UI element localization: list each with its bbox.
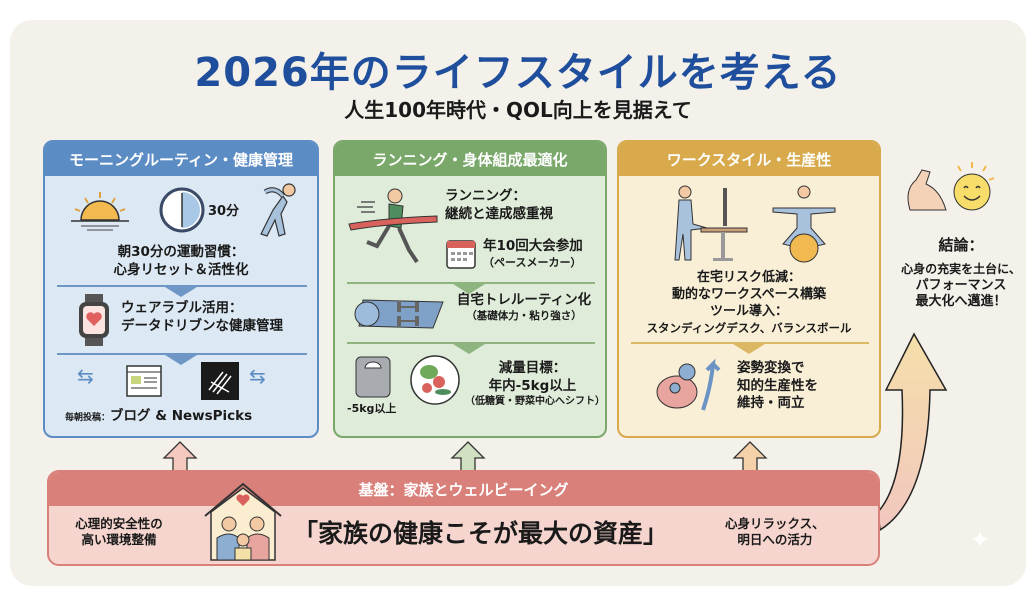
stretching-person-icon <box>260 183 296 237</box>
divider <box>631 342 869 344</box>
runner-icon <box>348 188 438 264</box>
smartwatch-icon <box>79 294 109 346</box>
posture-change-text: 姿勢変換で知的生産性を維持・両立 <box>737 360 818 412</box>
divider <box>347 342 595 344</box>
divider <box>57 285 307 287</box>
family-house-icon <box>204 482 282 561</box>
strength-smile-icon <box>907 162 995 211</box>
divider <box>57 353 307 355</box>
share-arrows-left-icon: ⇆ <box>77 364 94 388</box>
home-risk-text: 在宅リスク低減：動的なワークスペース構築ツール導入：スタンディングデスク、バラン… <box>646 270 852 335</box>
wearable-text: ウェアラブル活用：データドリブンな健康管理 <box>121 300 283 334</box>
daily-post-text: 毎朝投稿：ブログ & NewsPicks <box>65 408 253 424</box>
running-text: ランニング：継続と達成感重視 <box>445 188 553 222</box>
race-count-text: 年10回大会参加（ペースメーカー） <box>483 238 583 269</box>
panel-morning-routine: モーニングルーティン・健康管理 30分 朝30分の運動習慣：心身リセット＆活性化… <box>43 140 319 438</box>
conclusion-text: 心身の充実を土台に、パフォーマンス最大化へ邁進！ <box>901 262 1021 310</box>
vegetable-plate-icon <box>410 355 460 405</box>
panel-workstyle: ワークスタイル・生産性 在宅リスク低減：動的なワークスペース構築ツール導入：スタ… <box>617 140 881 438</box>
yoga-mat-dumbbell-icon <box>354 299 444 329</box>
up-arrow-icon <box>732 441 768 472</box>
conclusion-title: 結論： <box>938 236 984 254</box>
page-title: 2026年のライフスタイルを考える <box>194 50 842 96</box>
divider <box>347 282 595 284</box>
up-arrow-icon <box>450 441 486 472</box>
share-arrows-right-icon: ⇆ <box>249 364 266 388</box>
sparkle-icon: ✦ <box>970 526 991 554</box>
scale-icon <box>355 356 391 398</box>
panel-title: ランニング・身体組成最適化 <box>335 142 605 176</box>
clock-label: 30分 <box>208 204 240 219</box>
foundation-left-text: 心理的安全性の高い環境整備 <box>75 516 163 548</box>
growth-arrow-icon <box>877 332 948 532</box>
morning-exercise-text: 朝30分の運動習慣：心身リセット＆活性化 <box>113 244 249 278</box>
standing-desk-icon <box>674 185 748 261</box>
weight-goal-text: 減量目標：年内-5kg以上（低糖質・野菜中心へシフト） <box>465 360 605 408</box>
brain-gears-icon <box>656 358 721 411</box>
foundation-panel: 基盤：家族とウェルビーイング 心理的安全性の高い環境整備 「家族の健康こそが最大… <box>47 470 880 566</box>
page-subtitle: 人生100年時代・QOL向上を見据えて <box>344 98 692 122</box>
panel-title: ワークスタイル・生産性 <box>619 142 879 176</box>
flow-arrow <box>453 344 485 354</box>
up-arrow-icon <box>162 441 198 472</box>
clock-icon <box>159 187 205 233</box>
foundation-title: 基盤：家族とウェルビーイング <box>49 472 878 506</box>
balance-ball-icon <box>772 185 836 263</box>
home-training-text: 自宅トレルーティン化（基礎体力・粘り強さ） <box>456 292 592 322</box>
newspicks-logo-icon <box>201 362 239 400</box>
flow-arrow <box>453 284 485 294</box>
panel-title: モーニングルーティン・健康管理 <box>45 142 317 176</box>
foundation-main-message: 「家族の健康こそが最大の資産」 <box>293 519 669 548</box>
panel-running: ランニング・身体組成最適化 ランニング：継続と達成感重視 年10回大会参加（ペー… <box>333 140 607 438</box>
flow-arrow <box>165 355 197 365</box>
foundation-right-text: 心身リラックス、明日への活力 <box>725 516 825 548</box>
scale-label: -5kg以上 <box>347 402 397 415</box>
sunrise-icon <box>71 192 129 231</box>
flow-arrow <box>733 344 765 354</box>
flow-arrow <box>165 287 197 297</box>
blog-icon <box>126 365 162 397</box>
calendar-icon <box>446 240 476 269</box>
